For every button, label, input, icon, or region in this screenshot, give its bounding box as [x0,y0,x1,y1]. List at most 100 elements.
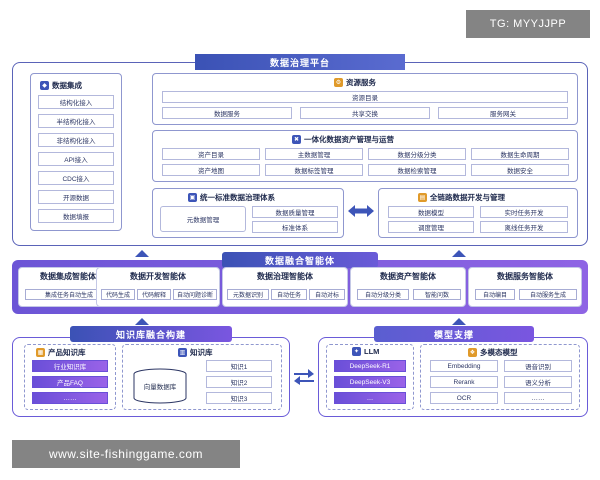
multimodal-item-3: 语义分析 [504,376,572,388]
asset-row1-item-0: 资产目录 [162,148,260,160]
asset-heading: ✖ 一体化数据资产管理与运营 [292,134,394,145]
product-kb-title: 产品知识库 [48,348,86,357]
asset-row2-item-2: 数据检索管理 [368,164,466,176]
integration-item-2: 非结构化接入 [38,133,114,147]
integration-item-3: API接入 [38,152,114,166]
integration-item-6: 数据填报 [38,209,114,223]
up-arrow-knowledge-icon [135,318,149,325]
kb-title: 知识库 [190,348,213,357]
standard-title: 统一标准数据治理体系 [200,193,275,202]
llm-item-1: DeepSeek-V3 [334,376,406,388]
multimodal-item-4: OCR [430,392,498,404]
llm-title: LLM [364,347,380,356]
agent-title-4: 数据服务智能体 [497,272,553,281]
product-kb-item-1: 产品FAQ [32,376,108,388]
agent-3-tag-1: 智能问数 [413,289,461,300]
kb-item-0: 知识1 [206,360,272,372]
standard-meta: 元数据管理 [160,206,246,232]
up-arrow-left-icon [135,250,149,257]
llm-heading: ✦ LLM [352,347,379,356]
asset-row2-item-1: 数据标签管理 [265,164,363,176]
knowledge-title: 知识库融合构建 [70,326,232,342]
devops-row1-item-0: 数据模型 [388,206,474,218]
agent-1-tag-2: 自动问题诊断 [173,289,217,300]
resource-item-2: 服务网关 [438,107,568,119]
shield-icon: ▣ [188,193,197,202]
watermark-top: TG: MYYJJPP [466,10,590,38]
up-arrow-right-icon [452,250,466,257]
model-title: 模型支撑 [374,326,534,342]
integration-item-1: 半结构化接入 [38,114,114,128]
multimodal-item-0: Embedding [430,360,498,372]
multimodal-item-2: Rerank [430,376,498,388]
up-arrow-model-icon [452,318,466,325]
exchange-arrow-icon [294,369,314,385]
agent-card-4: 数据服务智能体 自动编目 自动服务生成 [468,267,582,307]
agent-card-3: 数据资产智能体 自动分级分类 智能问数 [350,267,466,307]
agent-title-1: 数据开发智能体 [130,272,186,281]
integration-heading: ◆ 数据集成 [40,80,82,91]
agent-2-tag-1: 自动任务 [271,289,307,300]
devops-row1-item-1: 实时任务开发 [480,206,568,218]
agent-title-3: 数据资产智能体 [380,272,436,281]
resource-heading: ⚙ 资源服务 [334,77,376,88]
devops-row2-item-0: 调度管理 [388,221,474,233]
product-kb-heading: ▦ 产品知识库 [36,347,86,358]
product-kb-item-2: …… [32,392,108,404]
agent-3-tag-0: 自动分级分类 [357,289,409,300]
devops-title: 全链路数据开发与管理 [430,193,505,202]
asset-row1-item-1: 主数据管理 [265,148,363,160]
gear-icon: ⚙ [334,78,343,87]
agent-2-tag-0: 元数据识别 [227,289,269,300]
agent-1-tag-1: 代码解释 [137,289,171,300]
asset-row1-item-2: 数据分级分类 [368,148,466,160]
watermark-bottom: www.site-fishinggame.com [12,440,240,468]
devops-heading: ▤ 全链路数据开发与管理 [418,192,505,203]
box-icon: ▦ [36,348,45,357]
vector-db-label: 向量数据库 [143,384,177,391]
integration-item-0: 结构化接入 [38,95,114,109]
standard-heading: ▣ 统一标准数据治理体系 [188,192,275,203]
grid-icon: ✖ [292,135,301,144]
agent-4-tag-0: 自动编目 [475,289,515,300]
devops-row2-item-1: 离线任务开发 [480,221,568,233]
multimodal-heading: ❖ 多模态模型 [468,347,518,358]
asset-row2-item-3: 数据安全 [471,164,569,176]
agent-title-2: 数据治理智能体 [257,272,313,281]
integration-item-5: 开源数据 [38,190,114,204]
kb-item-1: 知识2 [206,376,272,388]
book-icon: ▥ [178,348,187,357]
asset-row1-item-3: 数据生命周期 [471,148,569,160]
multimodal-item-1: 语音识别 [504,360,572,372]
asset-row2-item-0: 资产地图 [162,164,260,176]
resource-item-1: 共享交换 [300,107,430,119]
multimodal-item-5: …… [504,392,572,404]
agent-card-1: 数据开发智能体 代码生成 代码解释 自动问题诊断 [96,267,220,307]
resource-item-0: 数据服务 [162,107,292,119]
kb-item-2: 知识3 [206,392,272,404]
double-arrow-icon [348,205,374,217]
integration-title: 数据集成 [52,81,82,90]
agent-title-0: 数据集成智能体 [40,272,96,281]
kb-heading: ▥ 知识库 [178,347,213,358]
agent-card-2: 数据治理智能体 元数据识别 自动任务 自动对标 [222,267,348,307]
agent-2-tag-2: 自动对标 [309,289,345,300]
ai-icon: ✦ [352,347,361,356]
resource-catalog: 资源目录 [162,91,568,103]
database-icon: ◆ [40,81,49,90]
pipeline-icon: ▤ [418,193,427,202]
standard-quality: 数据质量管理 [252,206,338,218]
cluster-icon: ❖ [468,348,477,357]
multimodal-title: 多模态模型 [480,348,518,357]
llm-item-0: DeepSeek-R1 [334,360,406,372]
agent-4-tag-1: 自动服务生成 [519,289,577,300]
standard-std: 标准体系 [252,221,338,233]
llm-item-2: … [334,392,406,404]
product-kb-item-0: 行业知识库 [32,360,108,372]
resource-title: 资源服务 [346,78,376,87]
integration-item-4: CDC接入 [38,171,114,185]
vector-db-cylinder [132,368,188,404]
asset-title: 一体化数据资产管理与运营 [304,135,394,144]
agents-title: 数据融合智能体 [222,252,378,268]
governance-title: 数据治理平台 [195,54,405,70]
